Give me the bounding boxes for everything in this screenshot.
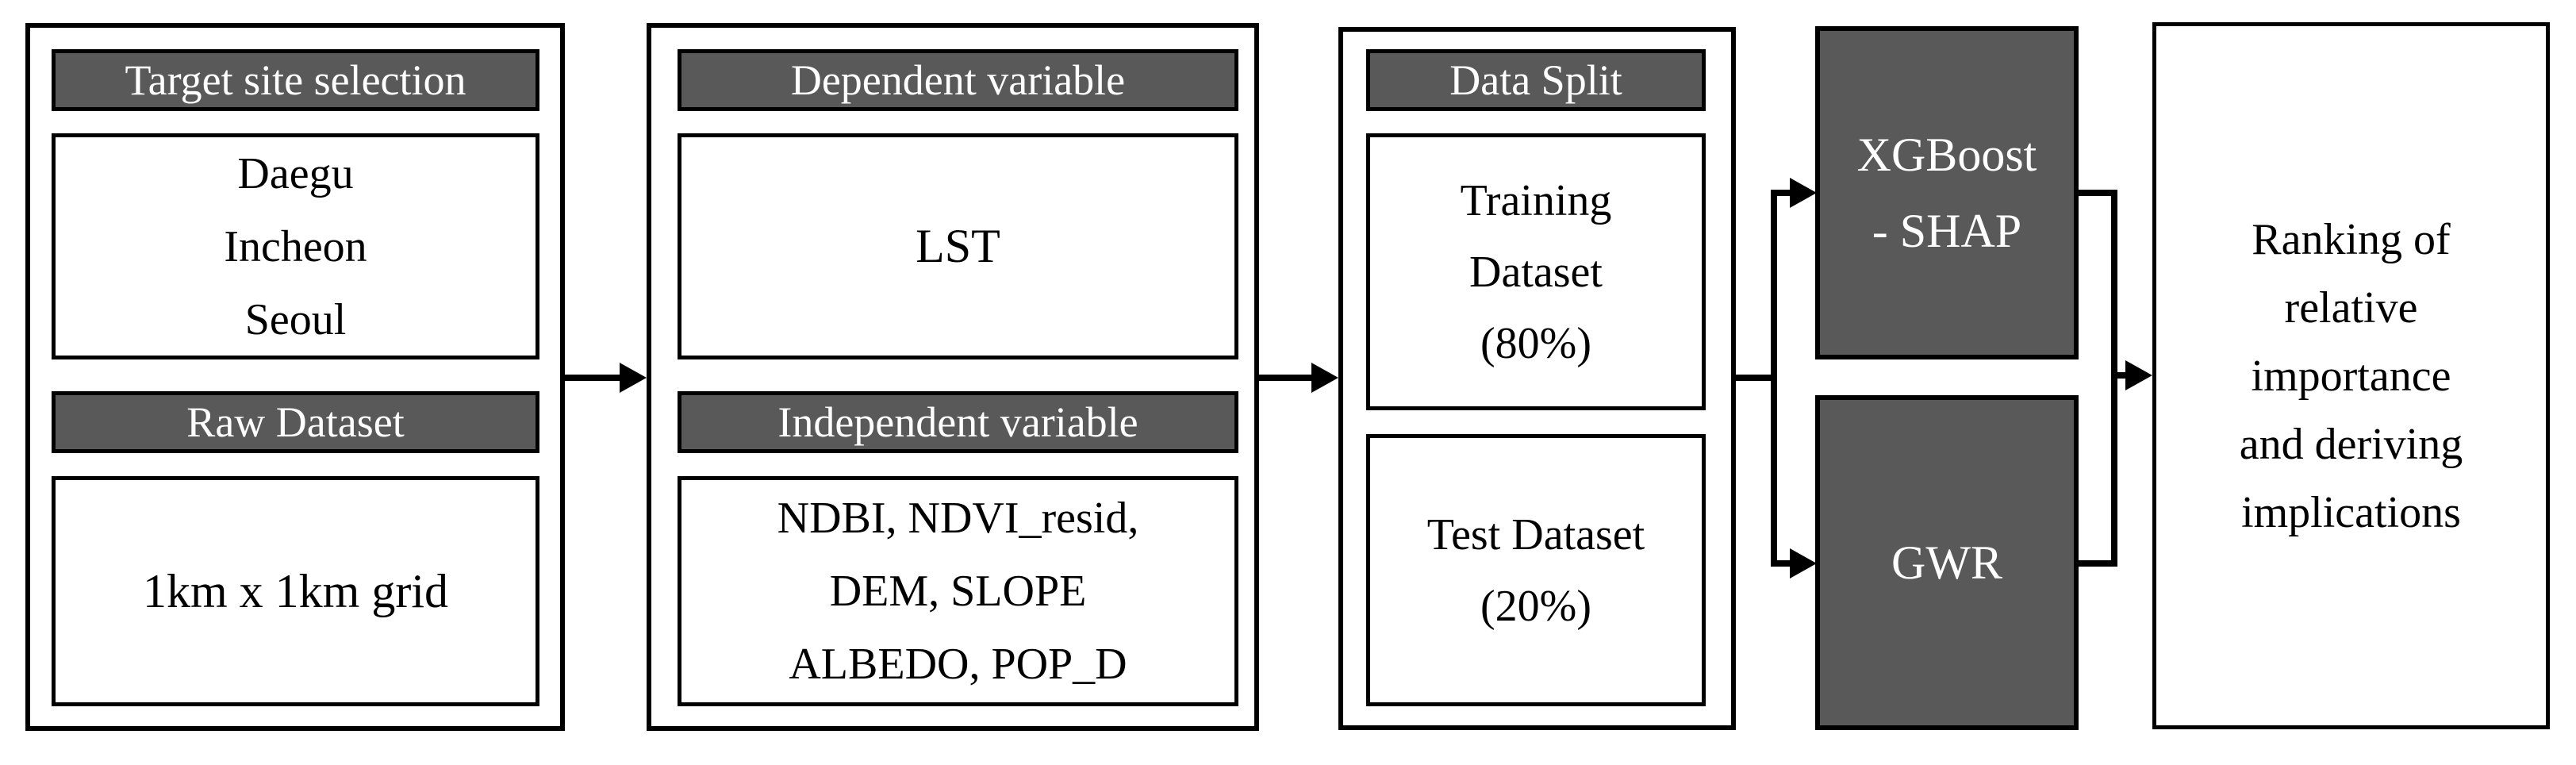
arrow-split-to-gwr-line [1771,560,1790,567]
dependent-variable-header-label: Dependent variable [790,56,1126,104]
result-box: Ranking of relative importance and deriv… [2152,22,2550,729]
arrow-split-to-gwr-head [1790,548,1817,579]
xgboost-line-2: - SHAP [1872,205,2022,257]
independent-vars-line-2: DEM, SLOPE [829,567,1087,616]
gwr-label: GWR [1891,536,2002,589]
data-split-header-label: Data Split [1449,56,1622,104]
result-line-5: implications [2241,487,2461,537]
gwr-output-line [2079,560,2114,567]
raw-dataset-header: Raw Dataset [52,391,539,453]
arrow-split-to-xgboost-line [1771,190,1790,196]
training-line-2: Dataset [1469,247,1603,297]
xgboost-output-line [2079,190,2114,196]
test-line-1: Test Dataset [1426,509,1645,559]
raw-dataset-header-label: Raw Dataset [186,398,405,446]
dependent-variable-header: Dependent variable [678,49,1238,111]
training-line-3: (80%) [1480,318,1591,368]
independent-variable-header: Independent variable [678,391,1238,453]
xgboost-line-1: XGBoost [1856,129,2037,181]
data-split-panel: Data Split Training Dataset (80%) Test D… [1338,27,1736,730]
target-site-header: Target site selection [52,49,539,111]
sites-box: Daegu Incheon Seoul [52,133,539,359]
result-line-3: importance [2251,351,2451,401]
split-branch-vertical-line [1771,190,1777,567]
grid-box: 1km x 1km grid [52,476,539,706]
variables-panel: Dependent variable LST Independent varia… [647,23,1259,731]
arrow-variables-to-split-line [1259,375,1315,381]
site-line-daegu: Daegu [237,148,354,198]
result-line-2: relative [2284,283,2418,333]
result-line-4: and deriving [2239,419,2463,469]
xgboost-shap-box: XGBoost - SHAP [1815,26,2079,359]
independent-variable-box: NDBI, NDVI_resid, DEM, SLOPE ALBEDO, POP… [678,476,1238,706]
arrow-sites-to-variables-line [565,375,623,381]
training-dataset-box: Training Dataset (80%) [1366,133,1706,410]
split-branch-stem-line [1731,375,1776,381]
arrow-models-to-result-line [2111,372,2129,379]
independent-vars-line-1: NDBI, NDVI_resid, [777,494,1139,543]
site-line-incheon: Incheon [224,221,367,271]
arrow-sites-to-variables-head [620,363,647,393]
dependent-variable-box: LST [678,133,1238,359]
result-line-1: Ranking of [2252,214,2451,264]
target-site-panel: Target site selection Daegu Incheon Seou… [25,23,565,731]
site-line-seoul: Seoul [244,294,347,344]
test-line-2: (20%) [1480,581,1591,631]
grid-label: 1km x 1km grid [143,564,448,617]
gwr-box: GWR [1815,395,2079,730]
training-line-1: Training [1460,175,1612,225]
independent-vars-line-3: ALBEDO, POP_D [789,640,1127,689]
target-site-header-label: Target site selection [125,56,466,104]
dependent-variable-value: LST [916,220,1000,272]
arrow-variables-to-split-head [1311,363,1338,393]
test-dataset-box: Test Dataset (20%) [1366,434,1706,706]
arrow-split-to-xgboost-head [1790,178,1817,208]
data-split-header: Data Split [1366,49,1706,111]
arrow-models-to-result-head [2125,360,2152,390]
independent-variable-header-label: Independent variable [777,398,1138,446]
